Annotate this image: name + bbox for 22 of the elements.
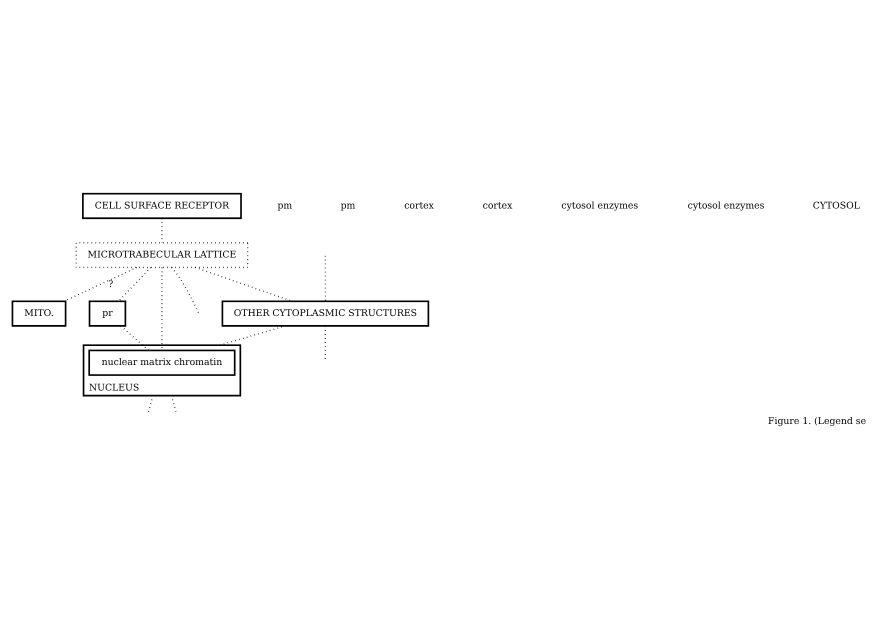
connector xyxy=(118,267,152,302)
edge-label: ? xyxy=(108,278,114,290)
node-box: MICROTRABECULAR LATTICE xyxy=(76,242,248,268)
connector xyxy=(161,218,163,243)
connector xyxy=(120,326,150,351)
label: cytosol enzymes xyxy=(688,200,764,212)
label: cortex xyxy=(404,200,434,212)
connector xyxy=(171,267,200,314)
label: CYTOSOL xyxy=(812,200,860,212)
node-box: pr xyxy=(88,300,126,327)
connector xyxy=(161,268,163,350)
label: cortex xyxy=(482,200,512,212)
node-box: OTHER CYTOPLASMIC STRUCTURES xyxy=(222,300,430,327)
caption: Figure 1. (Legend se xyxy=(768,416,866,428)
label: cytosol enzymes xyxy=(561,200,638,212)
node-box: MITO. xyxy=(12,300,66,327)
connector xyxy=(220,325,286,346)
label: pm xyxy=(340,200,356,212)
connector xyxy=(195,266,292,302)
label: pm xyxy=(277,200,292,212)
node-box: CELL SURFACE RECEPTOR xyxy=(82,192,242,220)
node-box: nuclear matrix chromatin xyxy=(88,350,236,376)
